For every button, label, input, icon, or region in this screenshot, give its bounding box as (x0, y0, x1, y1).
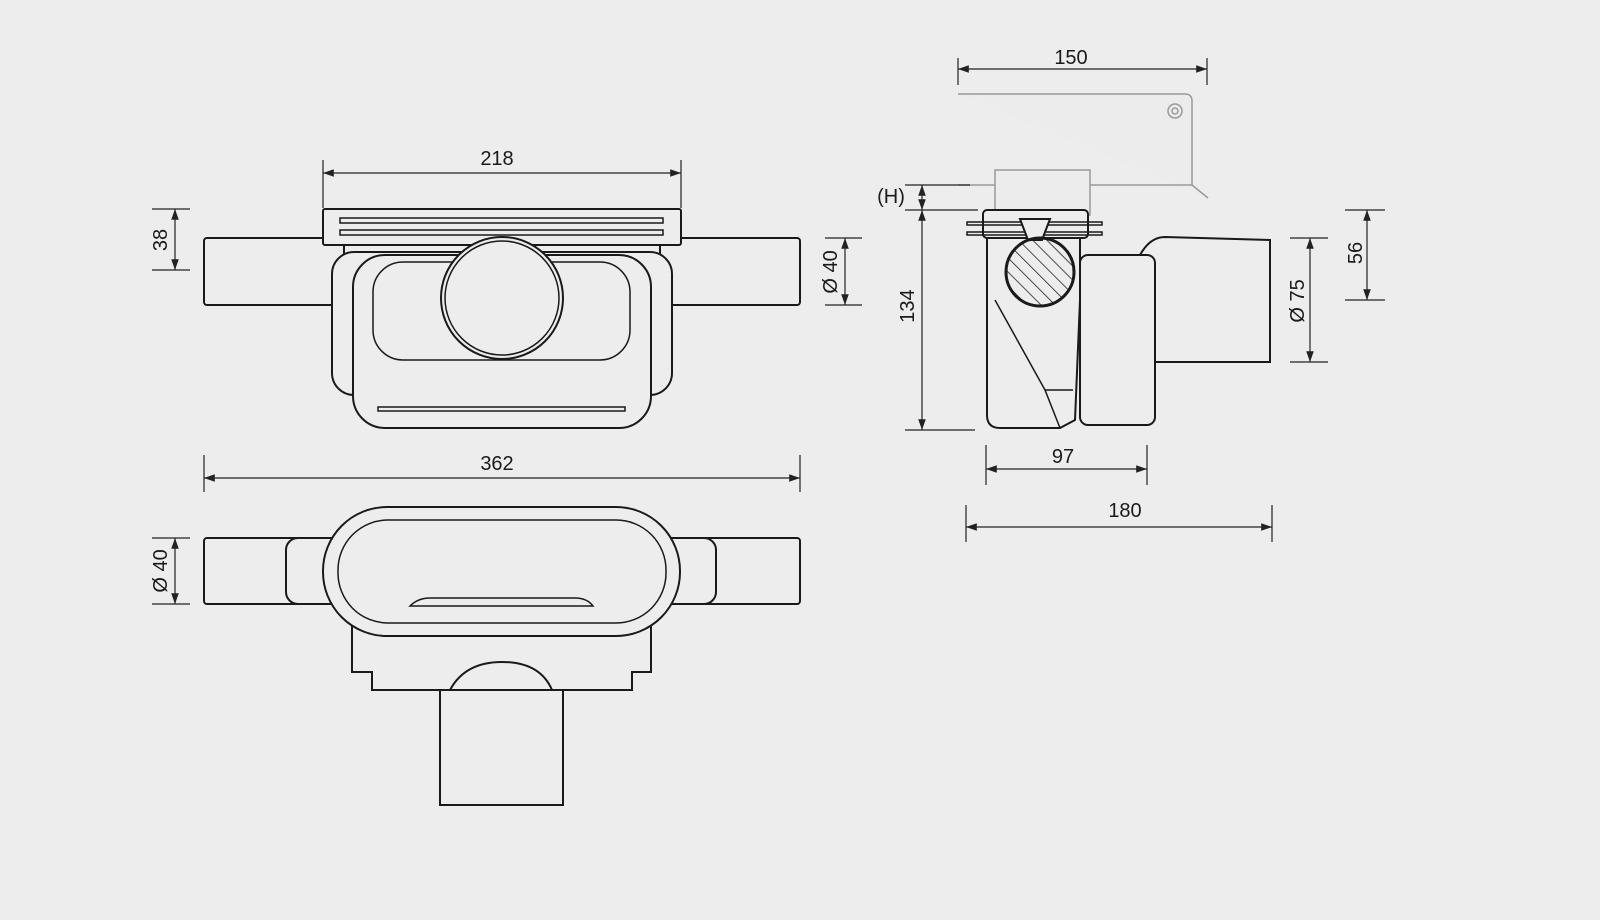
dim-bottom-diameter-40: Ø 40 (150, 549, 172, 592)
side-dimensions: 150 (H) 134 56 Ø 75 97 180 (877, 47, 1385, 542)
dim-front-diameter-40: Ø 40 (820, 250, 842, 293)
bottom-view (203, 506, 801, 806)
dim-diameter-75: Ø 75 (1287, 279, 1309, 322)
dim-56: 56 (1345, 242, 1367, 264)
front-view (203, 208, 801, 429)
dim-38: 38 (150, 229, 172, 251)
dim-97: 97 (1052, 446, 1074, 468)
dim-218: 218 (480, 148, 513, 170)
dim-180: 180 (1108, 500, 1141, 522)
front-dimensions: 218 38 Ø 40 (150, 148, 862, 306)
side-view (958, 93, 1271, 429)
dim-H: (H) (877, 186, 905, 208)
dim-150: 150 (1054, 47, 1087, 69)
dim-362: 362 (480, 453, 513, 475)
bottom-dimensions: 362 Ø 40 (150, 453, 801, 605)
dim-134: 134 (897, 289, 919, 322)
